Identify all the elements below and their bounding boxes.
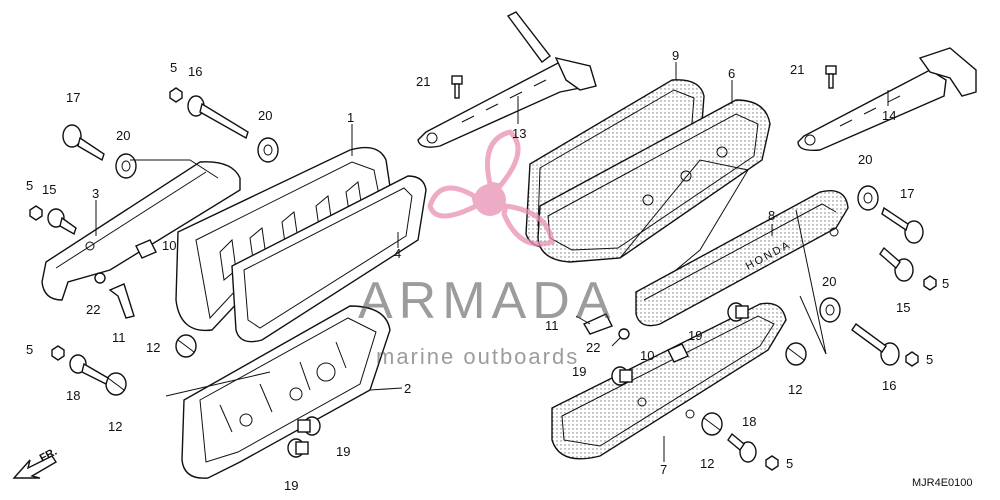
callout-21a: 21 xyxy=(416,74,430,89)
callout-10b: 10 xyxy=(640,348,654,363)
callout-16b: 16 xyxy=(882,378,896,393)
diagram-reference-code: MJR4E0100 xyxy=(912,477,973,489)
callout-labels: 1 2 3 4 5 5 5 5 5 5 6 7 8 9 10 10 11 11 … xyxy=(26,48,949,493)
nut-5c xyxy=(51,345,65,361)
gasket-left xyxy=(231,175,427,343)
damper-20b xyxy=(257,137,279,163)
callout-12d: 12 xyxy=(700,456,714,471)
damper-20c xyxy=(857,185,879,211)
callout-12a: 12 xyxy=(146,340,160,355)
bolt-17a xyxy=(62,124,105,162)
callout-2: 2 xyxy=(404,381,411,396)
callout-10a: 10 xyxy=(162,238,176,253)
callout-15a: 15 xyxy=(42,182,56,197)
bolt-18b xyxy=(727,432,757,463)
collar-19b xyxy=(611,366,633,386)
bolt-15b xyxy=(879,246,914,282)
callout-15b: 15 xyxy=(896,300,910,315)
callout-19b: 19 xyxy=(572,364,586,379)
side-strip-left xyxy=(41,161,241,301)
callout-19a: 19 xyxy=(688,328,702,343)
callout-13: 13 xyxy=(512,126,526,141)
callout-14: 14 xyxy=(882,108,896,123)
watermark-tagline: marine outboards xyxy=(376,344,579,369)
callout-1: 1 xyxy=(347,110,354,125)
callout-19c: 19 xyxy=(336,444,350,459)
nut-5b xyxy=(29,205,43,221)
collar-19c xyxy=(297,416,321,436)
callout-5a: 5 xyxy=(170,60,177,75)
lower-case-right xyxy=(551,302,787,460)
bolt-16b xyxy=(851,323,900,366)
bolt-17b xyxy=(881,206,924,244)
callout-3: 3 xyxy=(92,186,99,201)
callout-20b: 20 xyxy=(258,108,272,123)
bracket-left xyxy=(417,11,597,148)
nut-5a xyxy=(169,87,183,103)
clip-10b xyxy=(667,343,689,363)
callout-17b: 17 xyxy=(900,186,914,201)
grommet-12d xyxy=(701,412,723,436)
watermark-brand: ARMADA xyxy=(358,272,616,330)
screw-22b xyxy=(618,328,630,340)
callout-5b: 5 xyxy=(26,178,33,193)
callout-20d: 20 xyxy=(822,274,836,289)
callout-8: 8 xyxy=(768,208,775,223)
callout-20a: 20 xyxy=(116,128,130,143)
bracket-11a xyxy=(108,283,135,319)
callout-7: 7 xyxy=(660,462,667,477)
grommet-12a xyxy=(175,334,197,358)
callout-12c: 12 xyxy=(788,382,802,397)
callout-5d: 5 xyxy=(942,276,949,291)
lower-case-left xyxy=(181,305,391,479)
nut-5f xyxy=(765,455,779,471)
callout-20c: 20 xyxy=(858,152,872,167)
callout-5f: 5 xyxy=(786,456,793,471)
callout-17a: 17 xyxy=(66,90,80,105)
callout-18b: 18 xyxy=(742,414,756,429)
leader-lines xyxy=(95,62,889,462)
callout-19d: 19 xyxy=(284,478,298,493)
collar-19d xyxy=(287,438,309,458)
callout-6: 6 xyxy=(728,66,735,81)
callout-11b: 11 xyxy=(545,318,559,333)
callout-21b: 21 xyxy=(790,62,804,77)
callout-11a: 11 xyxy=(112,330,126,345)
callout-22b: 22 xyxy=(586,340,600,355)
bracket-11b xyxy=(582,313,613,335)
bolt-16a xyxy=(187,95,249,140)
callout-12b: 12 xyxy=(108,419,122,434)
clip-10a xyxy=(135,239,157,259)
screw-21b xyxy=(825,65,837,89)
callout-4: 4 xyxy=(394,246,401,261)
bolt-18a xyxy=(69,354,109,385)
bolt-15a xyxy=(47,208,77,236)
grommet-12b xyxy=(105,372,127,396)
front-direction-arrow: FR. xyxy=(12,446,59,479)
damper-20d xyxy=(819,297,841,323)
damper-20a xyxy=(115,153,137,179)
bracket-right xyxy=(797,47,977,152)
screw-21a xyxy=(451,75,463,99)
screw-22a xyxy=(94,272,106,284)
callout-16a: 16 xyxy=(188,64,202,79)
armada-logo-mark xyxy=(427,129,555,247)
callout-5c: 5 xyxy=(26,342,33,357)
grommet-12c xyxy=(785,342,807,366)
nut-5e xyxy=(905,351,919,367)
collar-19a xyxy=(727,302,749,322)
callout-9: 9 xyxy=(672,48,679,63)
callout-22a: 22 xyxy=(86,302,100,317)
nut-5d xyxy=(923,275,937,291)
callout-18a: 18 xyxy=(66,388,80,403)
callout-5e: 5 xyxy=(926,352,933,367)
